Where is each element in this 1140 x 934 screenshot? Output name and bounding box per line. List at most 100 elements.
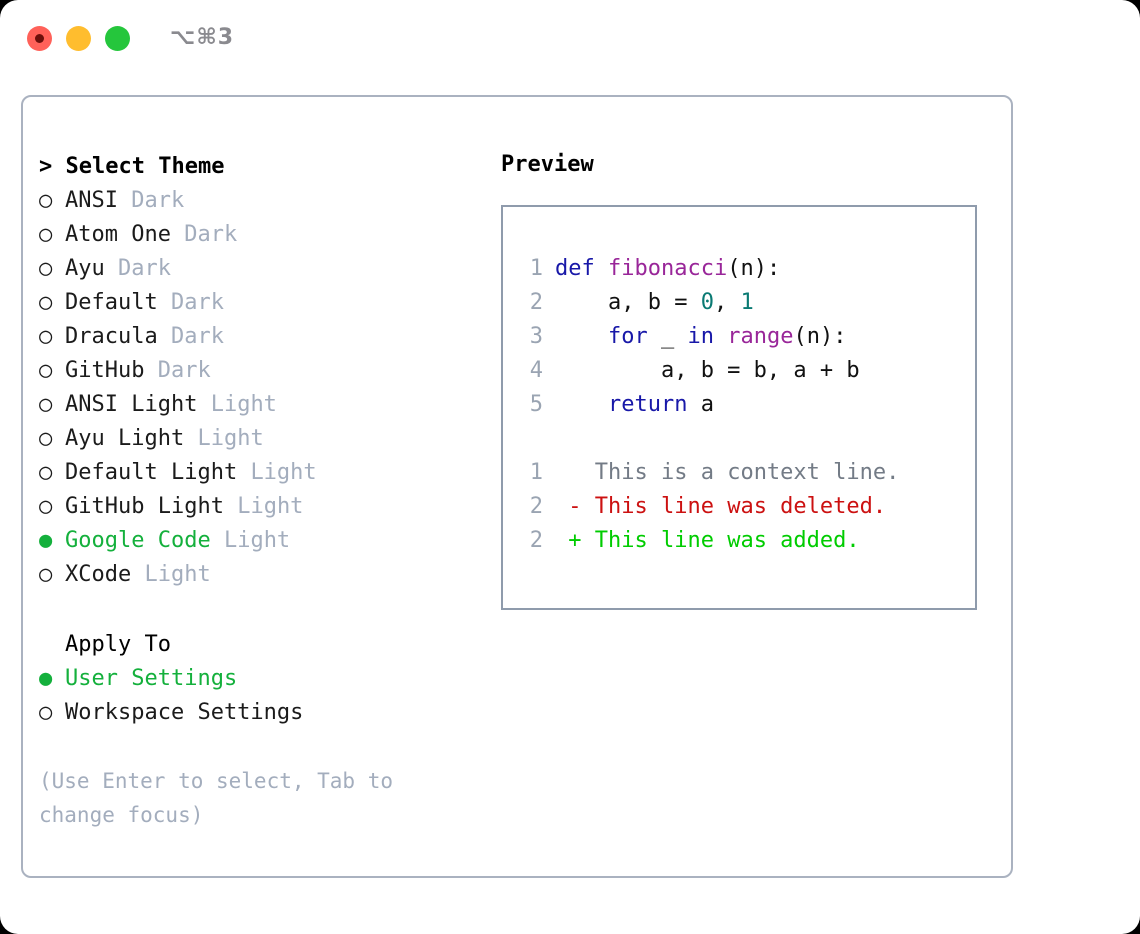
theme-option-tag: Dark	[170, 290, 224, 315]
theme-option-tag: Light	[210, 392, 277, 417]
apply-to-option-label: Workspace Settings	[65, 700, 304, 725]
diff-text: This line was deleted.	[594, 494, 887, 519]
keyboard-hint-text: (Use Enter to select, Tab to change focu…	[39, 769, 394, 827]
apply-to-option-label: User Settings	[65, 666, 238, 691]
diff-text: This is a context line.	[594, 460, 900, 485]
code-token: for	[607, 324, 648, 349]
spacer	[158, 290, 171, 315]
code-token: def	[555, 256, 595, 281]
diff-text: This line was added.	[594, 528, 860, 553]
theme-option-ayu-light[interactable]: ○ Ayu Light Light	[39, 422, 479, 456]
line-number: 3	[529, 324, 543, 349]
theme-option-ansi-light[interactable]: ○ ANSI Light Light	[39, 388, 479, 422]
radio-unselected-icon: ○	[39, 700, 53, 725]
diff-marker: +	[555, 528, 595, 553]
spacer	[144, 358, 157, 383]
code-token: _	[647, 324, 688, 349]
main-panel: > Select Theme ○ANSI Dark○Atom One Dark○…	[21, 95, 1013, 878]
spacer	[237, 460, 250, 485]
theme-option-github[interactable]: ○GitHub Dark	[39, 354, 479, 388]
theme-option-label: Ayu	[65, 256, 105, 281]
diff-line: 2 + This line was added.	[521, 524, 899, 558]
code-token: a	[687, 392, 714, 417]
line-number: 1	[529, 460, 543, 485]
radio-unselected-icon: ○	[39, 460, 53, 485]
line-number: 5	[529, 392, 543, 417]
code-token: in	[687, 324, 714, 349]
theme-option-label: Ayu Light	[65, 426, 185, 451]
apply-to-list: ● User Settings ○ Workspace Settings	[39, 662, 479, 730]
code-token: a, b = b, a + b	[555, 358, 860, 383]
spacer	[184, 426, 197, 451]
theme-option-label: Atom One	[65, 222, 171, 247]
radio-selected-icon: ●	[39, 666, 53, 691]
diff-line: 1 This is a context line.	[521, 456, 900, 490]
diff-marker: -	[555, 494, 595, 519]
line-number: 2	[529, 528, 543, 553]
theme-option-label: Default Light	[65, 460, 238, 485]
code-line: 1 def fibonacci(n):	[521, 252, 899, 286]
code-token: (n):	[793, 324, 847, 349]
code-token	[595, 256, 608, 281]
title-bar: ⌥⌘3	[0, 0, 1140, 78]
select-theme-heading-label: Select Theme	[65, 154, 225, 179]
diff-line: 2 - This line was deleted.	[521, 490, 899, 524]
code-diff-separator	[521, 422, 899, 456]
code-token: (n):	[727, 256, 781, 281]
apply-to-option-user-settings[interactable]: ● User Settings	[39, 662, 479, 696]
theme-option-github-light[interactable]: ○GitHub Light Light	[39, 490, 479, 524]
theme-list: ○ANSI Dark○Atom One Dark○Ayu Dark○Defaul…	[39, 184, 479, 592]
apply-to-option-workspace-settings[interactable]: ○ Workspace Settings	[39, 696, 479, 730]
line-number: 2	[529, 494, 543, 519]
minimize-window-button[interactable]	[66, 26, 91, 51]
code-token: 1	[740, 290, 754, 315]
theme-option-label: ANSI Light	[65, 392, 198, 417]
code-token: 0	[700, 290, 714, 315]
radio-unselected-icon: ○	[39, 426, 53, 451]
theme-option-xcode[interactable]: ○XCode Light	[39, 558, 479, 592]
theme-option-google-code[interactable]: ●Google Code Light	[39, 524, 479, 558]
code-line: 4 a, b = b, a + b	[521, 354, 899, 388]
prompt-caret-icon: >	[39, 154, 53, 179]
theme-option-label: XCode	[65, 562, 132, 587]
theme-option-ansi[interactable]: ○ANSI Dark	[39, 184, 479, 218]
theme-option-label: ANSI	[65, 188, 118, 213]
spacer	[118, 188, 131, 213]
theme-option-dracula[interactable]: ○Dracula Dark	[39, 320, 479, 354]
code-token: fibonacci	[608, 256, 728, 281]
radio-selected-icon: ●	[39, 528, 53, 553]
theme-option-atom-one[interactable]: ○ Atom One Dark	[39, 218, 479, 252]
radio-unselected-icon: ○	[39, 358, 53, 383]
line-number: 1	[529, 256, 543, 281]
code-line: 5 return a	[521, 388, 899, 422]
line-number: 4	[529, 358, 543, 383]
apply-to-heading: Apply To	[65, 632, 171, 657]
code-token	[714, 324, 727, 349]
spacer	[105, 256, 118, 281]
theme-option-tag: Light	[237, 494, 304, 519]
apply-to-section: Apply To ● User Settings ○ Workspace Settin…	[39, 628, 479, 730]
theme-option-ayu[interactable]: ○Ayu Dark	[39, 252, 479, 286]
code-token: a, b =	[555, 290, 701, 315]
code-token	[555, 392, 608, 417]
theme-option-label: Google Code	[65, 528, 211, 553]
theme-option-default-light[interactable]: ○ Default Light Light	[39, 456, 479, 490]
theme-option-tag: Dark	[184, 222, 238, 247]
radio-unselected-icon: ○	[39, 392, 53, 417]
theme-option-tag: Light	[197, 426, 264, 451]
maximize-window-button[interactable]	[105, 26, 130, 51]
radio-unselected-icon: ○	[39, 222, 53, 247]
spacer	[224, 494, 237, 519]
theme-option-default[interactable]: ○Default Dark	[39, 286, 479, 320]
traffic-lights	[27, 26, 130, 51]
theme-selection-column: > Select Theme ○ANSI Dark○Atom One Dark○…	[39, 150, 479, 832]
close-window-button[interactable]	[27, 26, 52, 51]
diff-marker	[555, 460, 595, 485]
theme-option-tag: Light	[250, 460, 317, 485]
code-token: return	[607, 392, 688, 417]
theme-option-tag: Dark	[157, 358, 211, 383]
spacer	[158, 324, 171, 349]
